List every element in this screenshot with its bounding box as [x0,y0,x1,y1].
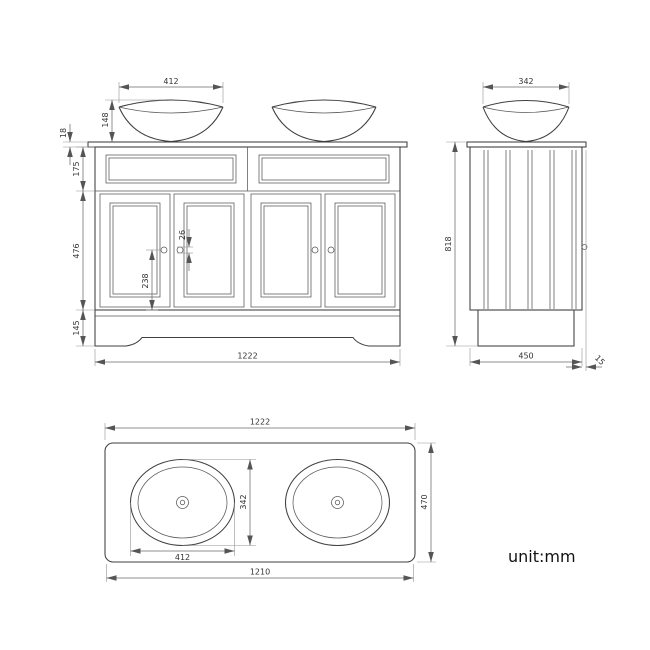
door-knob [176,246,184,254]
front-basin-left [118,99,224,143]
front-view: 412 148 18 175 476 145 [59,77,408,366]
plan-basin-left [129,458,236,547]
dim-front-drawer-height: 175 [72,161,81,176]
dim-plan-secondary-width: 1210 [250,568,270,577]
plan-countertop [104,442,416,563]
dim-front-basin-height: 148 [101,112,110,127]
plan-view: 1222 470 342 412 1210 [104,418,436,582]
front-drawer-right [258,154,390,184]
front-door-4 [324,193,396,308]
dim-side-counter-overhang: 15 [593,353,607,367]
dim-front-plinth-height: 145 [72,320,81,335]
front-drawer-left [105,154,237,184]
side-basin [482,99,570,143]
side-plinth [477,309,575,347]
unit-label: unit:mm [508,547,576,566]
front-door-3 [250,193,322,308]
dim-plan-basin-depth: 342 [239,494,248,509]
dim-plan-basin-width: 412 [175,553,190,562]
door-knob [327,246,335,254]
front-door-2 [173,193,245,308]
dim-plan-overall-width: 1222 [250,418,270,427]
drain-right [331,496,344,509]
side-view: 342 818 450 15 [444,77,607,371]
side-cabinet-body [469,146,588,311]
front-door-1 [99,193,171,308]
front-dimensions: 412 148 18 175 476 145 [59,77,401,366]
drain-left [176,496,189,509]
door-knob [160,246,168,254]
front-plinth [94,310,401,347]
dim-front-knob-diameter: 26 [178,230,187,240]
plan-dimensions: 1222 470 342 412 1210 [104,418,436,582]
dim-front-counter-thickness: 18 [59,128,68,138]
dim-side-cabinet-depth: 450 [518,352,533,361]
dim-plan-overall-depth: 470 [420,494,429,509]
plan-basin-right [284,458,391,547]
side-countertop [466,141,587,148]
side-door-knob [581,244,588,250]
dim-side-overall-height: 818 [444,236,453,251]
front-cabinet-body [94,146,401,311]
door-knob [311,246,319,254]
dim-front-door-height: 476 [72,243,81,258]
dim-front-overall-width: 1222 [237,352,257,361]
dim-side-basin-depth: 342 [518,77,533,86]
side-dimensions: 342 818 450 15 [444,77,607,371]
front-basin-right [271,99,377,143]
dim-front-basin-width: 412 [163,77,178,86]
dim-front-knob-height: 238 [141,273,150,288]
front-countertop [87,141,408,148]
